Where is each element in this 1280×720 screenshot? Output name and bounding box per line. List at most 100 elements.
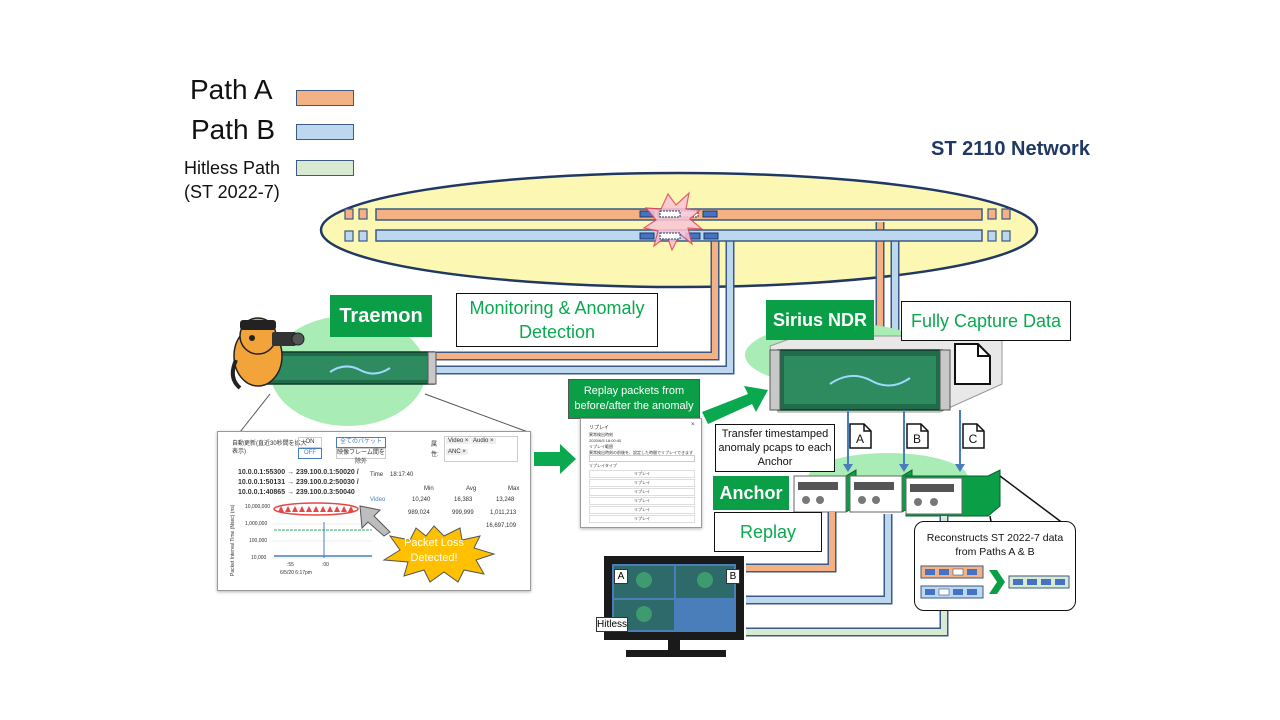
chip-video[interactable]: Video × (446, 438, 471, 444)
reconstruct-callout: Reconstructs ST 2022-7 data from Paths A… (914, 521, 1076, 611)
transfer-arrows (843, 410, 965, 472)
captured-file-icon (954, 343, 991, 385)
replay-option-5-label: リプレイ (634, 507, 650, 512)
flow-line-3: 10.0.0.1:40865 → 239.100.0.3:50040 (238, 489, 355, 496)
y-tick-1: 10,000,000 (245, 504, 271, 510)
replay-option-2[interactable]: リプレイ (589, 479, 695, 487)
y-tick-4: 10,000 (251, 555, 267, 561)
auto-update-line1: 自動更新(直近30秒間を拡大 (232, 441, 307, 447)
monitoring-line2: Detection (518, 322, 596, 342)
monitor-label-b: B (726, 569, 740, 584)
file-c-label: C (969, 432, 978, 446)
replay-close-icon[interactable]: × (691, 422, 695, 428)
replay-range-input[interactable] (589, 455, 695, 462)
transfer-pcaps-box: Transfer timestamped anomaly pcaps to ea… (715, 424, 835, 472)
replay-option-1[interactable]: リプレイ (589, 470, 695, 478)
all-packets-button[interactable]: 全てのパケット (336, 437, 386, 448)
replay-option-6[interactable]: リプレイ (589, 515, 695, 523)
replay-sub1: 異常検出時刻 (589, 432, 613, 437)
traemon-server-icon (257, 351, 437, 385)
legend-path-a-swatch (296, 90, 354, 106)
col-max: Max (508, 486, 520, 492)
replay-option-4[interactable]: リプレイ (589, 497, 695, 505)
row-video: Video (370, 497, 386, 503)
replay-title: リプレイ (589, 425, 610, 431)
auto-update-label: 自動更新(直近30秒間を拡大 表示) (232, 440, 307, 456)
anchor-device-1 (793, 469, 857, 513)
replay-option-5[interactable]: リプレイ (589, 506, 695, 514)
packet-loss-starburst-icon (382, 525, 496, 583)
replay-option-4-label: リプレイ (634, 498, 650, 503)
filter-select[interactable] (444, 436, 518, 462)
exclude-frames-button[interactable]: 映像フレーム間を除外 (336, 448, 386, 465)
y-axis-label: Packet Interval Time (Nsec) (ns) (230, 504, 236, 576)
row2-max: 1,011,213 (490, 510, 517, 516)
legend-path-b-label: Path B (191, 114, 276, 145)
col-avg: Avg (466, 486, 477, 492)
sirius-server-icon (769, 335, 1003, 413)
network-title: ST 2110 Network (931, 138, 1090, 160)
file-c-icon: C (962, 423, 985, 449)
sirius-ndr-label: Sirius NDR (766, 300, 874, 340)
monitor-label-hitless: Hitless (596, 617, 628, 632)
y-tick-2: 1,000,000 (245, 521, 268, 527)
monitoring-anomaly-box: Monitoring & Anomaly Detection (456, 293, 658, 347)
replay-option-3-label: リプレイ (634, 489, 650, 494)
anchor-device-2 (849, 469, 913, 513)
x-tick-1: :55 (287, 562, 294, 568)
file-b-icon: B (906, 423, 929, 449)
replay-sub5: リプレイタイプ (589, 463, 617, 468)
legend-path-b-swatch (296, 124, 354, 140)
row2-min: 989,024 (408, 510, 430, 516)
monitor-label-a: A (614, 569, 628, 584)
transfer-line2: anomaly pcaps to each (718, 442, 832, 454)
reconstruct-graphic (920, 565, 1070, 599)
replay-sub2: 2020/6/5 18:00:40 (589, 438, 622, 443)
legend-hitless-label: Hitless Path (184, 158, 281, 178)
packet-loss-highlight (273, 502, 359, 516)
arrow-to-sirius-icon (702, 386, 768, 424)
time-value: 18:17:40 (390, 472, 414, 478)
col-min: Min (424, 486, 434, 492)
reconstruct-line2: from Paths A & B (955, 546, 1035, 558)
transfer-line3: Anchor (757, 456, 793, 468)
filter-label-2: 性: (431, 452, 439, 458)
legend-path-a-label: Path A (190, 74, 273, 105)
x-tick-2: :00 (322, 562, 329, 568)
replay-sub4: 異常検出時刻の前後を、設定した時間でリプレイできます (589, 450, 693, 455)
legend-hitless-swatch (296, 160, 354, 176)
replay-option-3[interactable]: リプレイ (589, 488, 695, 496)
packet-interval-chart (272, 502, 372, 559)
filter-label: 属 (431, 442, 438, 448)
video-max: 13,248 (496, 497, 515, 503)
replay-dialog-panel: リプレイ × 異常検出時刻 2020/6/5 18:00:40 リプレイ範囲 異… (580, 418, 702, 528)
anchor-label: Anchor (713, 476, 789, 510)
chip-audio[interactable]: Audio × (471, 438, 496, 444)
file-a-label: A (856, 432, 864, 446)
x-date: 6/5/20 6:17pm (280, 570, 312, 576)
replay-option-6-label: リプレイ (634, 516, 650, 521)
traemon-screenshot-panel: 自動更新(直近30秒間を拡大 表示) ON OFF 全てのパケット 映像フレーム… (217, 431, 531, 591)
row2-avg: 999,999 (452, 510, 474, 516)
row3-max: 16,697,109 (486, 523, 517, 529)
off-toggle[interactable]: OFF (298, 448, 322, 459)
packet-loss-line2: Detected! (410, 552, 458, 564)
replay-sub3: リプレイ範囲 (589, 444, 613, 449)
anchor-device-3 (905, 469, 1001, 517)
arrow-to-replay-panel-icon (534, 444, 576, 474)
file-b-label: B (913, 432, 921, 446)
replay-packets-line2: before/after the anomaly (574, 400, 694, 412)
pointer-arrow-icon (359, 505, 391, 537)
traemon-label: Traemon (330, 295, 432, 337)
monitoring-line1: Monitoring & Anomaly (469, 298, 645, 318)
video-min: 10,240 (412, 497, 431, 503)
replay-packets-line1: Replay packets from (583, 385, 685, 397)
time-label: Time (370, 472, 384, 478)
packet-loss-line1: Packet Loss (404, 537, 464, 549)
y-tick-3: 100,000 (249, 538, 268, 544)
tiger-mascot-icon (230, 317, 305, 390)
on-toggle[interactable]: ON (298, 437, 322, 448)
chip-anc[interactable]: ANC × (446, 449, 468, 455)
replay-option-1-label: リプレイ (634, 471, 650, 476)
auto-update-line2: 表示) (232, 449, 246, 455)
